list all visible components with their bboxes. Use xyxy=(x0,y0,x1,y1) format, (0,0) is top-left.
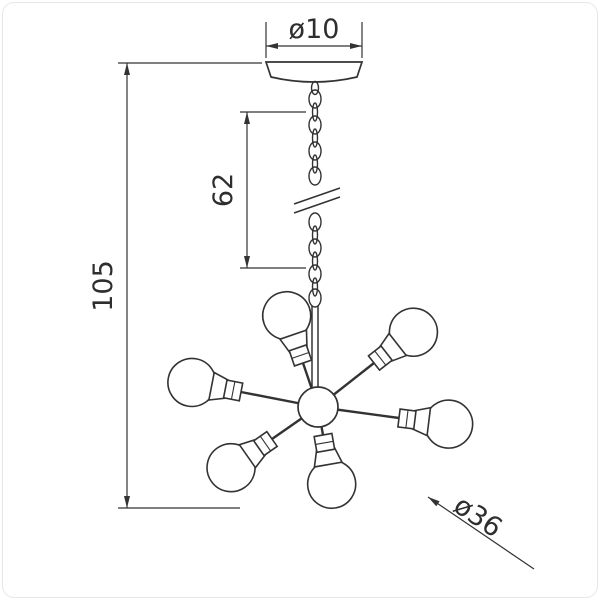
stem-rod xyxy=(311,306,319,392)
chain-connector xyxy=(310,80,320,96)
dim-label-overall-height: 105 xyxy=(88,260,119,312)
bulb-bottom xyxy=(298,430,361,513)
dim-label-canopy-diameter: ø10 xyxy=(289,14,340,45)
dim-fixture-diameter xyxy=(427,496,535,570)
dim-label-fixture-diameter: ø36 xyxy=(448,490,508,544)
bulb-right xyxy=(395,393,477,452)
chain-upper xyxy=(308,89,322,186)
ceiling-canopy xyxy=(264,61,364,83)
bulb-top xyxy=(255,284,327,372)
bulb-left xyxy=(162,353,247,417)
bulb-lower-left xyxy=(196,418,287,502)
dim-canopy-diameter xyxy=(265,22,363,58)
dim-overall-height xyxy=(118,62,262,509)
break-symbol xyxy=(293,187,341,214)
dim-chain-length xyxy=(240,111,306,269)
bulb-upper-right xyxy=(358,297,448,383)
central-hub xyxy=(297,386,339,428)
dim-label-chain-length: 62 xyxy=(208,173,239,207)
chain-lower xyxy=(308,212,322,308)
